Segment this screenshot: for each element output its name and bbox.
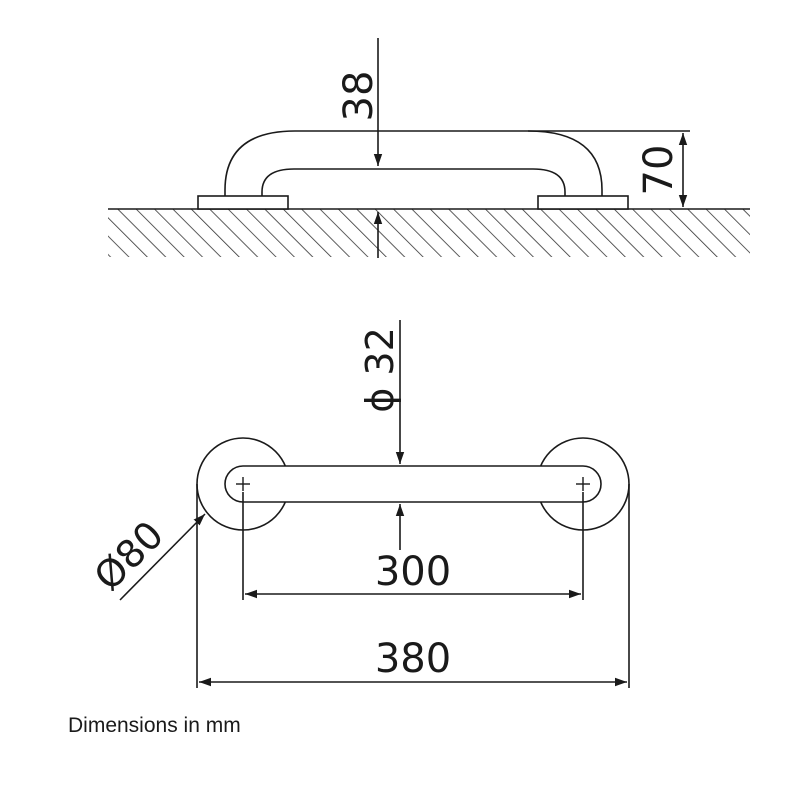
grab-bar-outer-profile xyxy=(224,130,603,196)
right-screw-hole xyxy=(576,477,590,491)
top-view xyxy=(119,320,630,688)
dim-thickness-label: 38 xyxy=(336,71,382,122)
grab-bar-inner-profile xyxy=(261,168,566,196)
grab-bar-tube-top xyxy=(224,465,602,503)
dim-hole-spacing-label: 300 xyxy=(375,549,451,595)
dim-tube-diameter-label: ϕ 32 xyxy=(358,327,402,413)
left-screw-hole xyxy=(236,477,250,491)
dim-flange-diameter-label: Ø80 xyxy=(86,513,172,599)
dim-overall-length-label: 380 xyxy=(375,636,451,682)
left-flange-side xyxy=(197,195,289,210)
dim-height-label: 70 xyxy=(636,145,682,196)
dimensions-caption: Dimensions in mm xyxy=(68,714,241,737)
ground-hatch xyxy=(108,209,750,257)
right-flange-side xyxy=(537,195,629,210)
side-view xyxy=(108,38,750,258)
dim-80-leader xyxy=(119,513,206,601)
